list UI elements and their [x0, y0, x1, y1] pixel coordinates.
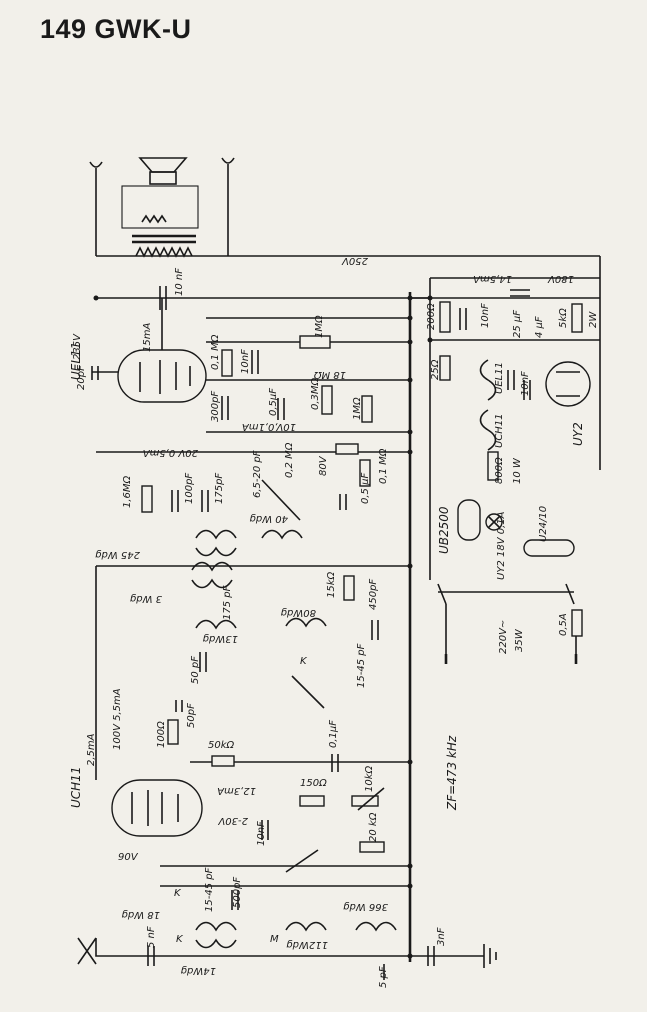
svg-text:366 Wdg: 366 Wdg — [343, 901, 388, 912]
svg-text:3 Wdg: 3 Wdg — [130, 593, 162, 604]
c10nf-top: 10 nF — [159, 268, 185, 310]
svg-text:2W: 2W — [588, 311, 599, 328]
m-label: M — [270, 934, 279, 945]
input-section: 18 Wdg K 15-45 pF 500pF 366 Wdg 112Wdg M… — [77, 867, 497, 988]
svg-text:15-45 pF: 15-45 pF — [356, 643, 367, 688]
svg-text:80Wdg: 80Wdg — [281, 607, 316, 618]
svg-text:0,3MΩ: 0,3MΩ — [310, 377, 321, 410]
svg-text:25 µF: 25 µF — [512, 310, 523, 338]
ma123-label: 12,3mA — [217, 785, 256, 796]
svg-text:100Ω: 100Ω — [156, 721, 167, 748]
v100-label: 100V 5,5mA — [112, 688, 123, 750]
svg-text:50kΩ: 50kΩ — [208, 740, 235, 751]
svg-text:40 Wdg: 40 Wdg — [250, 513, 289, 524]
svg-text:5 pF: 5 pF — [378, 966, 389, 988]
svg-text:10nF: 10nF — [520, 371, 531, 396]
fuse-label: 0,5A — [558, 613, 569, 636]
svg-text:1MΩ: 1MΩ — [352, 397, 363, 420]
svg-text:175pF: 175pF — [214, 473, 225, 504]
svg-text:25Ω: 25Ω — [430, 359, 441, 380]
svg-text:175 pF: 175 pF — [222, 585, 233, 620]
uy2-label: UY2 — [571, 422, 585, 446]
svg-text:50pF: 50pF — [186, 703, 197, 728]
svg-text:200Ω: 200Ω — [426, 303, 437, 330]
svg-text:0,2 MΩ: 0,2 MΩ — [284, 442, 295, 478]
svg-text:0,5 µF: 0,5 µF — [360, 473, 371, 504]
k-label-2: K — [174, 888, 182, 899]
uch11-label: UCH11 — [69, 767, 83, 808]
svg-text:18 Wdg: 18 Wdg — [122, 909, 161, 920]
svg-text:112Wdg: 112Wdg — [286, 939, 328, 950]
v235-label: 235V — [72, 333, 83, 360]
svg-text:0,1 MΩ: 0,1 MΩ — [210, 334, 221, 370]
svg-text:14Wdg: 14Wdg — [181, 965, 216, 976]
v20-label: 20V 0,5mA — [143, 447, 198, 458]
k-label-3: K — [176, 934, 184, 945]
c20pf-label: 20pF — [76, 365, 87, 390]
svg-text:13Wdg: 13Wdg — [203, 633, 238, 644]
uel11-label: UEL11 — [69, 342, 83, 380]
svg-text:UEL11: UEL11 — [494, 362, 505, 394]
svg-text:150Ω: 150Ω — [300, 778, 327, 789]
k-label-1: K — [300, 656, 308, 667]
svg-text:450pF: 450pF — [368, 579, 379, 610]
svg-text:0,5µF: 0,5µF — [268, 388, 279, 416]
svg-text:6,5-20 pF: 6,5-20 pF — [252, 450, 263, 498]
v2-30-label: 2-30V — [217, 815, 248, 826]
oscillator-tank: 3 Wdg 175 pF 15kΩ 450pF 80Wdg 13Wdg 50 p… — [95, 561, 410, 780]
v180-label: 180V — [547, 273, 574, 284]
bias-network: 0,2 MΩ 80V 0,1 MΩ 0,5 µF 6,5-20 pF — [252, 442, 389, 521]
svg-text:10 nF: 10 nF — [174, 268, 185, 296]
svg-text:20 kΩ: 20 kΩ — [368, 812, 379, 842]
svg-text:15-45 pF: 15-45 pF — [204, 867, 215, 912]
svg-text:0,1 MΩ: 0,1 MΩ — [378, 448, 389, 484]
uel11-network: 1MΩ 0,1 MΩ 10nF 18 MΩ 0,3MΩ 300pF 0,5µF … — [206, 315, 410, 433]
v10-label: 10V,0,1mA — [242, 421, 296, 432]
svg-text:245 Wdg: 245 Wdg — [95, 549, 140, 560]
v80-label: 80V — [318, 455, 329, 476]
if-transformer-1: 1,6MΩ 100pF 175pF 40 Wdg 245 Wdg — [95, 473, 303, 560]
svg-text:10kΩ: 10kΩ — [364, 765, 375, 792]
svg-text:800Ω: 800Ω — [494, 457, 505, 484]
svg-text:10nF: 10nF — [240, 349, 251, 374]
svg-text:300pF: 300pF — [210, 391, 221, 422]
svg-text:10 W: 10 W — [512, 457, 523, 484]
ma15-label: 15mA — [142, 323, 153, 352]
svg-text:5kΩ: 5kΩ — [558, 308, 569, 328]
junctions — [93, 295, 433, 959]
speaker-output: 250V — [89, 157, 601, 470]
mains-label: 220V~ — [498, 620, 509, 654]
svg-text:18 MΩ: 18 MΩ — [313, 369, 346, 380]
u24-label: U24/10 — [538, 506, 549, 542]
mixer-network: 100Ω 50pF 50kΩ 0,1µF 150Ω 10kΩ 10nF 20 k… — [156, 700, 410, 887]
svg-text:500pF: 500pF — [232, 877, 243, 908]
ma25-label: 2,5mA — [86, 733, 97, 766]
svg-text:10nF: 10nF — [480, 303, 491, 328]
page-title: 149 GWK-U — [40, 14, 192, 44]
uy2-lamp-label: UY2 18V 0,1A — [496, 511, 507, 580]
v90-label: 90V — [118, 852, 139, 863]
v250-label: 250V — [341, 255, 368, 266]
uel11-tube: UEL11 235V 15mA 20pF — [69, 298, 207, 403]
svg-text:5 nF: 5 nF — [146, 926, 157, 948]
power-supply: 14,5mA 180V 200Ω 10nF 25 µF 4 µF 5kΩ 2W … — [410, 273, 600, 664]
svg-text:3nF: 3nF — [436, 927, 447, 946]
svg-text:15kΩ: 15kΩ — [326, 571, 337, 598]
svg-text:10nF: 10nF — [256, 821, 267, 846]
zf-label: ZF=473 kHz — [445, 735, 459, 811]
ub2500-label: UB2500 — [437, 506, 451, 554]
svg-text:4 µF: 4 µF — [534, 316, 545, 338]
svg-text:100pF: 100pF — [184, 473, 195, 504]
svg-text:UCH11: UCH11 — [494, 413, 505, 448]
svg-text:1MΩ: 1MΩ — [314, 315, 325, 338]
svg-text:1,6MΩ: 1,6MΩ — [122, 475, 133, 508]
mains-w-label: 35W — [514, 628, 525, 652]
uch11-tube: UCH11 2,5mA 100V 5,5mA 90V 2-30V 12,3mA — [69, 688, 256, 863]
svg-text:50 pF: 50 pF — [190, 656, 201, 684]
ma145-label: 14,5mA — [473, 273, 512, 284]
svg-text:0,1µF: 0,1µF — [328, 720, 339, 748]
